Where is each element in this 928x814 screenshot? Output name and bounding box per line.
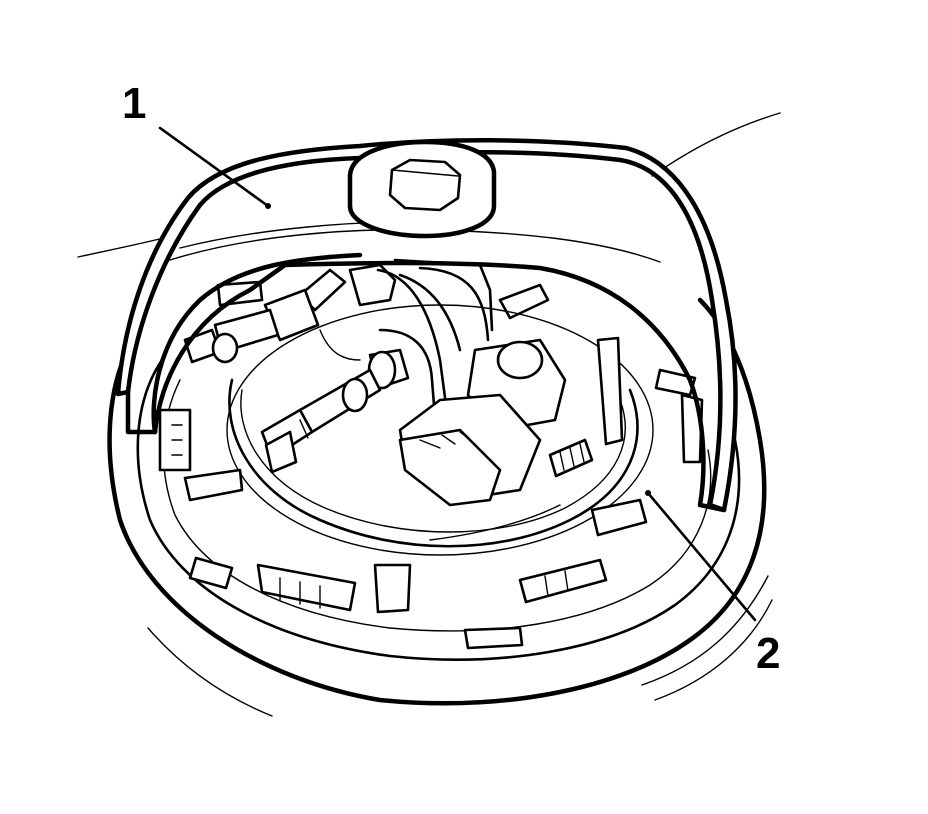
leader-lines — [158, 126, 757, 622]
module-fittings — [211, 258, 594, 507]
module-flange — [228, 378, 639, 548]
ring-tabs — [158, 280, 704, 650]
callout-label-2: 2 — [756, 629, 781, 678]
callout-label-1: 1 — [122, 79, 147, 128]
lock-ring — [107, 297, 767, 706]
spanner-tool — [115, 137, 738, 513]
